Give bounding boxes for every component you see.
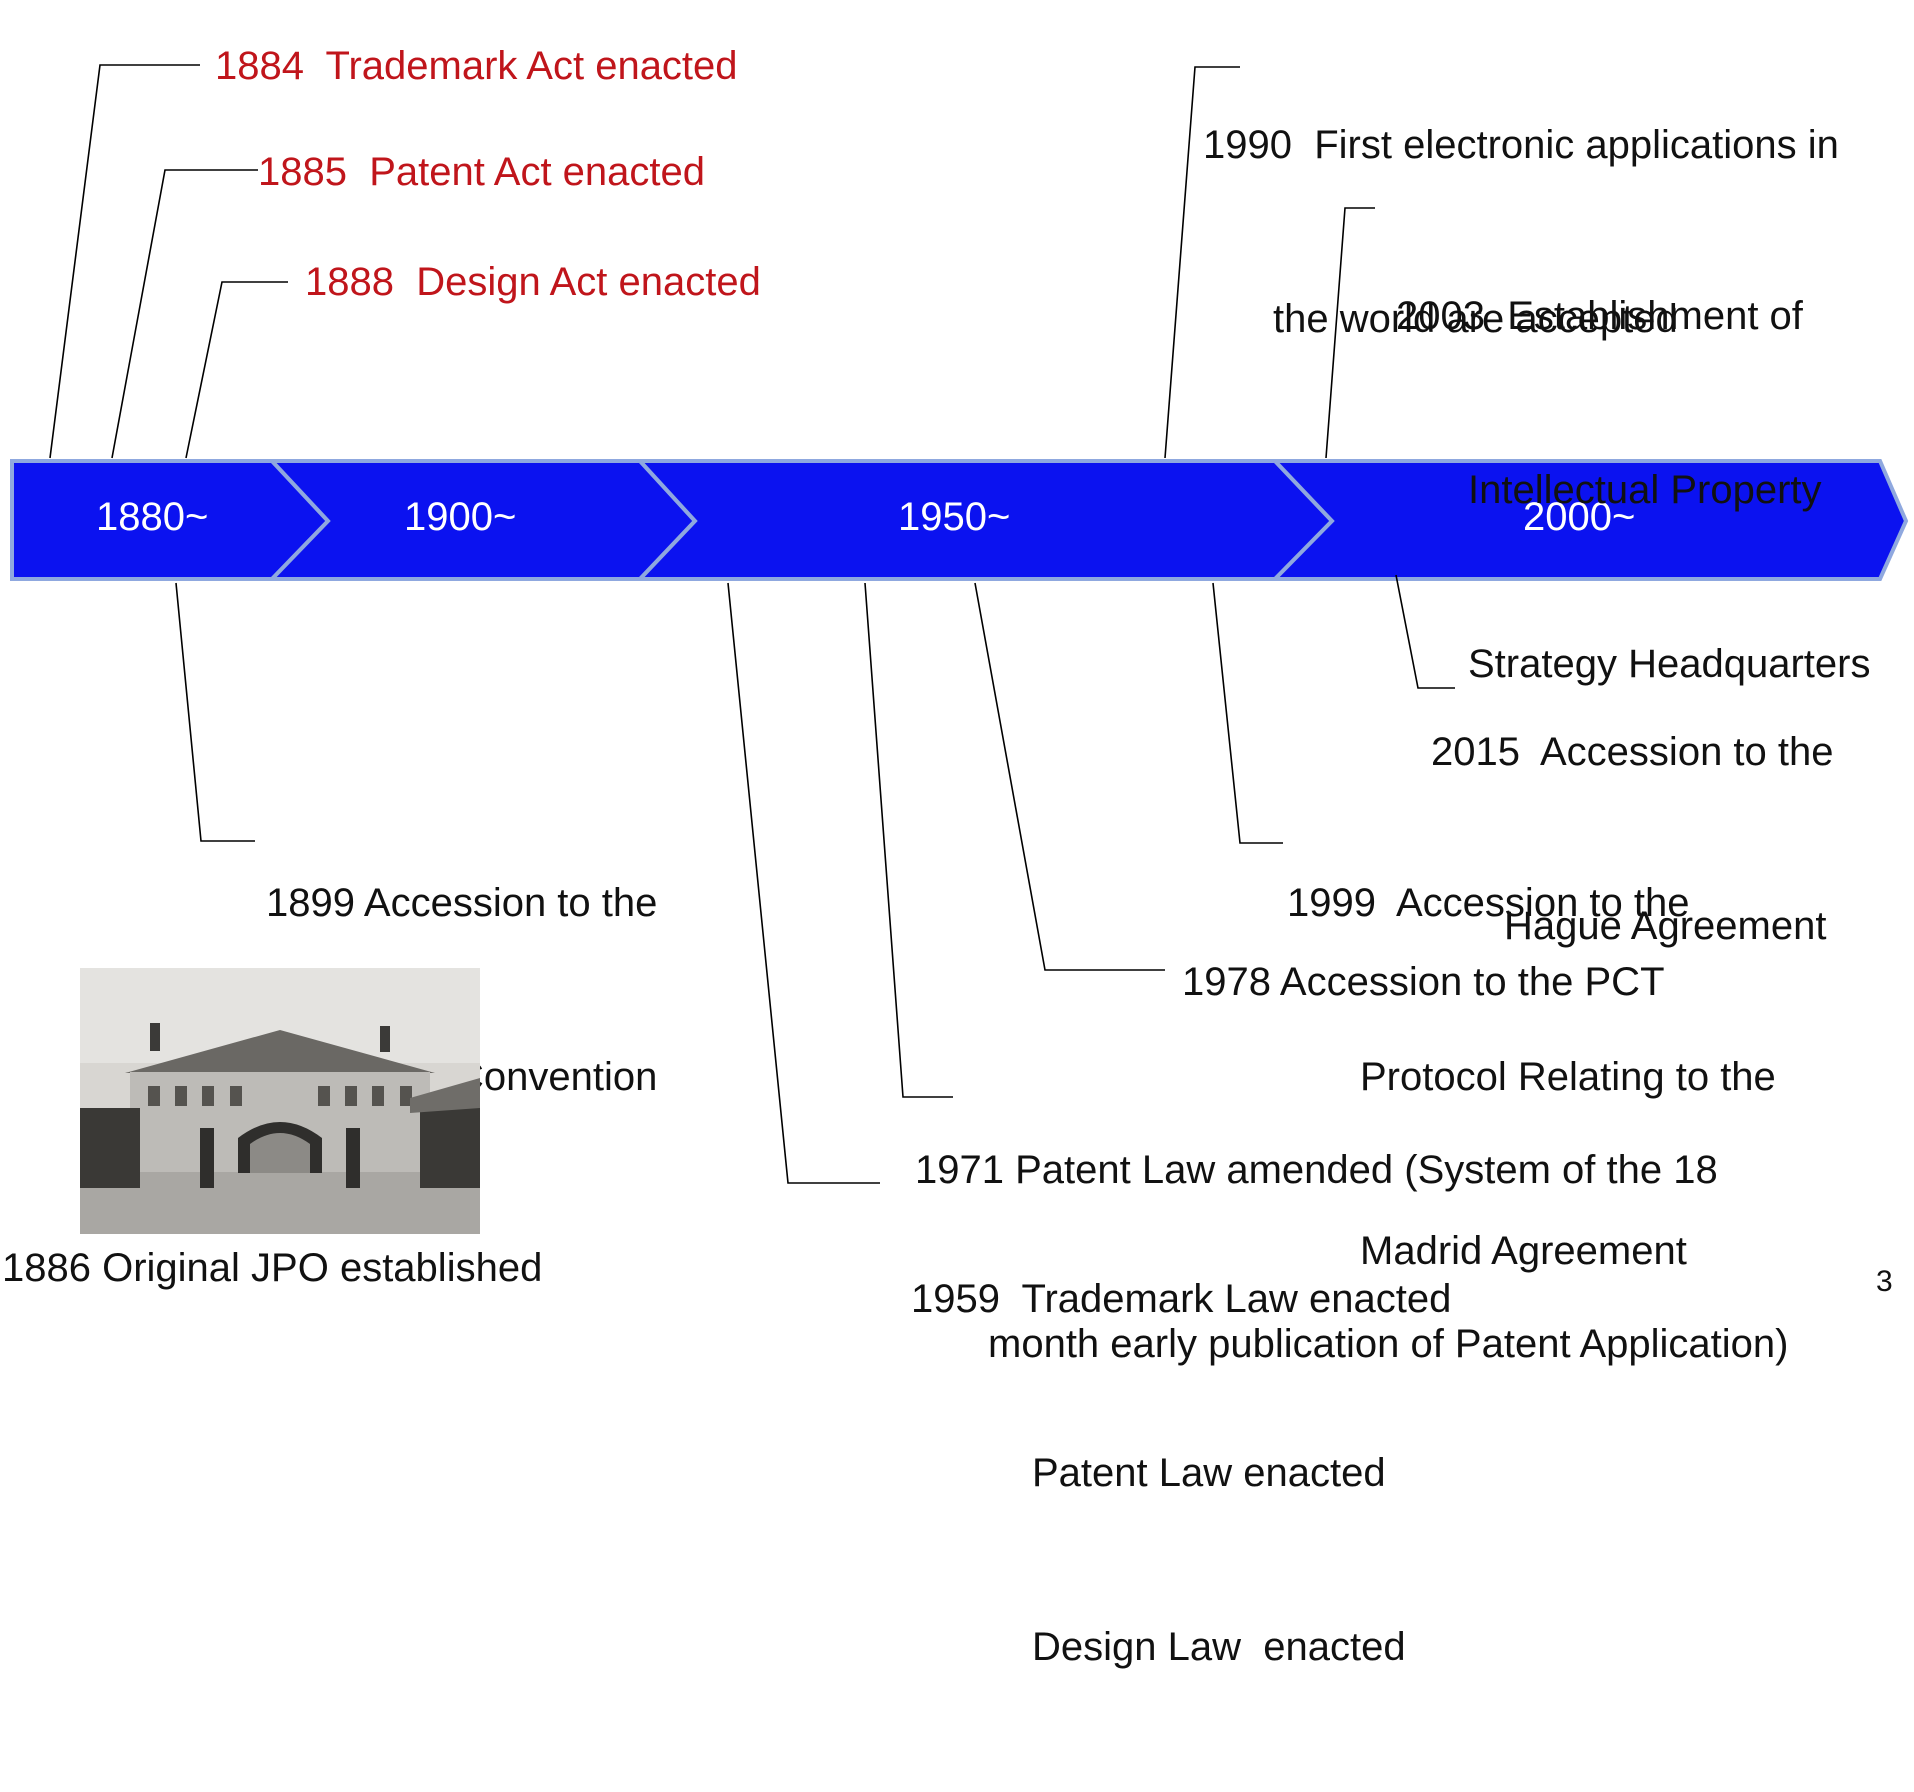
connector-1959: [727, 582, 880, 1184]
event-2003-line3: Strategy Headquarters: [1468, 642, 1871, 686]
event-1959-line1: 1959 Trademark Law enacted: [911, 1277, 1452, 1321]
connector-1978: [974, 582, 1165, 971]
page-number: 3: [1876, 1265, 1893, 1298]
event-1899-line1: 1899 Accession to the: [266, 881, 658, 925]
connectors-above: [49, 64, 1375, 459]
connector-2015: [1395, 574, 1455, 689]
timeline-graphics: [10, 64, 1909, 1184]
event-1999: 1999 Accession to the Protocol Relating …: [1287, 758, 1776, 1396]
connector-1990: [1164, 66, 1240, 459]
event-1884: 1884 Trademark Act enacted: [215, 44, 738, 88]
event-1971-line1: 1971 Patent Law amended (System of the 1…: [915, 1148, 1718, 1192]
event-1959-line2: Patent Law enacted: [1032, 1451, 1386, 1495]
connector-1899: [175, 582, 255, 842]
era-label-2000: 2000~: [1523, 495, 1636, 539]
event-1990-line1: 1990 First electronic applications in: [1203, 123, 1839, 167]
event-1978: 1978 Accession to the PCT: [1182, 960, 1665, 1004]
event-2003-line2: Intellectual Property: [1468, 468, 1822, 512]
event-2003: 2003 Establishment of Intellectual Prope…: [1396, 171, 1870, 809]
event-1959-line3: Design Law enacted: [1032, 1625, 1406, 1669]
era-label-1900: 1900~: [404, 495, 517, 539]
event-1999-line1: 1999 Accession to the: [1287, 881, 1690, 925]
era-segment-2000: [1270, 459, 1909, 581]
connectors-below: [175, 574, 1455, 1184]
event-1959: 1959 Trademark Law enacted Patent Law en…: [911, 1154, 1451, 1792]
timeline-band: [10, 459, 1909, 581]
connector-1885: [111, 169, 258, 459]
event-1990-line2: the world are accepted: [1273, 297, 1678, 341]
connector-2003: [1325, 207, 1375, 459]
era-label-1950: 1950~: [898, 495, 1011, 539]
photo-caption: 1886 Original JPO established: [2, 1246, 543, 1290]
timeline-slide: 1880~ 1900~ 1950~ 2000~ 1884 Trademark A…: [2, 0, 1909, 1669]
era-label-1880: 1880~: [96, 495, 209, 539]
event-2003-line1: 2003 Establishment of: [1396, 294, 1803, 338]
event-1885: 1885 Patent Act enacted: [258, 150, 706, 194]
event-2015-line1: 2015 Accession to the: [1431, 730, 1834, 774]
event-1999-line3: Madrid Agreement: [1360, 1229, 1687, 1273]
connector-1971: [864, 582, 953, 1098]
event-1888: 1888 Design Act enacted: [305, 260, 761, 304]
event-2015-line2: Hague Agreement: [1504, 904, 1827, 948]
event-1990: 1990 First electronic applications in th…: [1203, 0, 1839, 464]
connector-1884: [49, 64, 200, 459]
event-1999-line2: Protocol Relating to the: [1360, 1055, 1776, 1099]
building-photo: [80, 968, 480, 1234]
connector-1999: [1212, 582, 1283, 844]
event-2015: 2015 Accession to the Hague Agreement: [1431, 607, 1834, 1071]
connector-1888: [185, 281, 288, 459]
